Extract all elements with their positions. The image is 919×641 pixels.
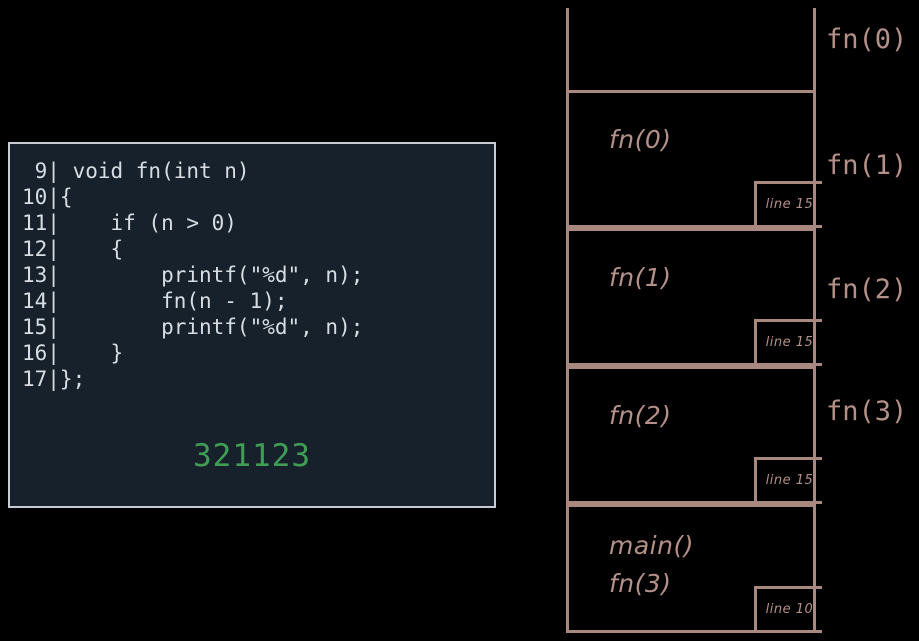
stack-frame-title-4: main() xyxy=(609,531,694,560)
stack-frame-3: fn(2) line 15 xyxy=(566,366,822,504)
stack-frame-title-3: fn(2) xyxy=(609,401,672,430)
stack-frame-label-0: fn(0) xyxy=(826,24,908,55)
stack-frame-1: fn(0) line 15 xyxy=(566,90,822,228)
stack-frame-return-line-2: line 15 xyxy=(754,319,822,366)
program-output: 321123 xyxy=(193,438,311,474)
stack-frame-title-1: fn(0) xyxy=(609,125,672,154)
stack-frame-subtitle-4: fn(3) xyxy=(609,569,672,598)
stack-frame-label-3: fn(3) xyxy=(826,396,908,427)
code-panel: 9| void fn(int n) 10|{ 11| if (n > 0) 12… xyxy=(8,142,496,508)
stack-frame-2: fn(1) line 15 xyxy=(566,228,822,366)
code-listing: 9| void fn(int n) 10|{ 11| if (n > 0) 12… xyxy=(22,159,364,391)
stack-frame-return-line-1: line 15 xyxy=(754,181,822,228)
return-line-text-2: line 15 xyxy=(765,335,814,350)
return-line-text-3: line 15 xyxy=(765,473,814,488)
stack-frame-4: main() fn(3) line 10 xyxy=(566,504,822,633)
stack-frame-label-2: fn(2) xyxy=(826,274,908,305)
stack-frame-label-1: fn(1) xyxy=(826,150,908,181)
return-line-text-1: line 15 xyxy=(765,197,814,212)
stack-frame-return-line-3: line 15 xyxy=(754,457,822,504)
return-line-text-4: line 10 xyxy=(765,602,814,617)
stack-frame-title-2: fn(1) xyxy=(609,263,672,292)
stack-frame-return-line-4: line 10 xyxy=(754,586,822,633)
